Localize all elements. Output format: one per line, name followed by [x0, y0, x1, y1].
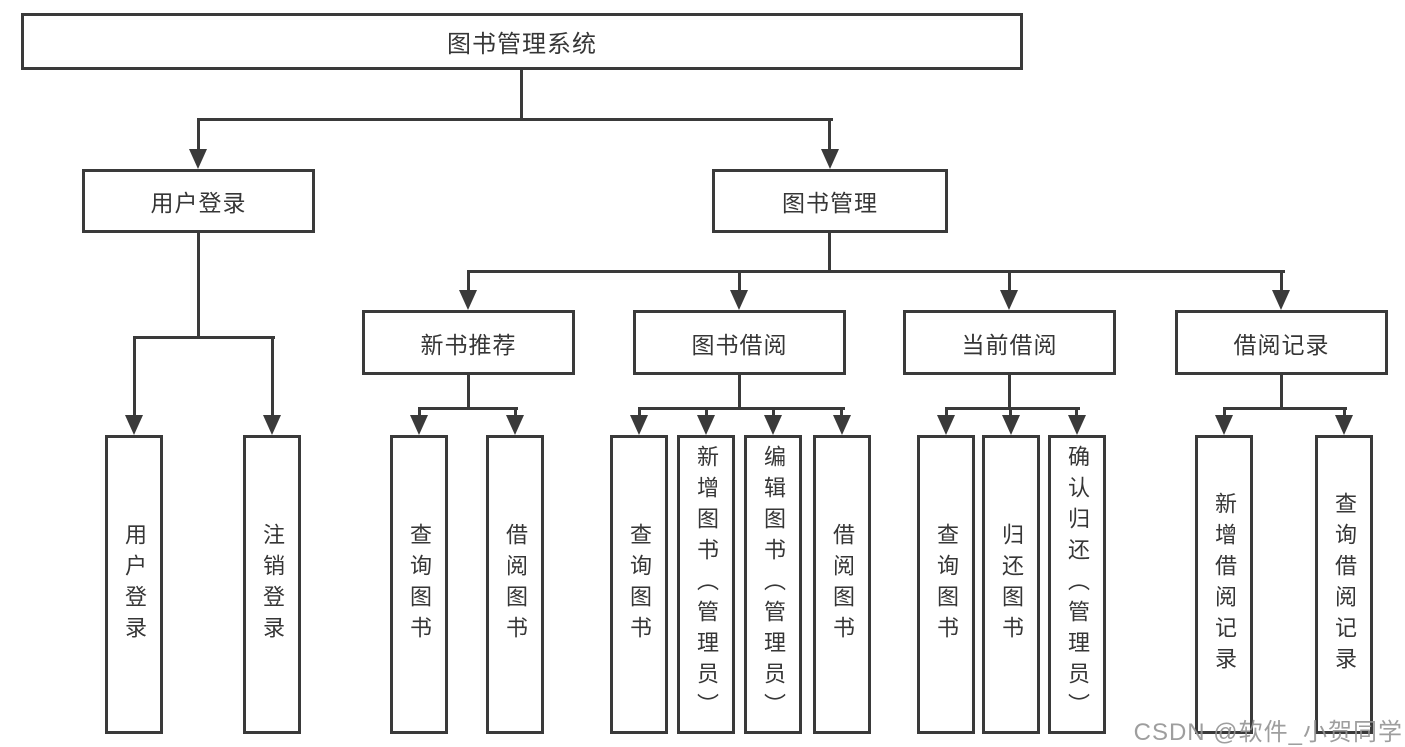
connector-br-query-stub — [1343, 410, 1346, 417]
arrowhead-borrowrec — [1272, 290, 1290, 310]
connector-newbook-crossbar — [418, 407, 518, 410]
connector-bb-borrow-stub — [840, 410, 843, 417]
leaf-currentborrow-query-books-label: 查询图书 — [934, 522, 959, 647]
leaf-currentborrow-return-books-label: 归还图书 — [999, 522, 1024, 647]
arrowhead-nb-query — [410, 415, 428, 435]
arrowhead-br-query — [1335, 415, 1353, 435]
connector-borrowrec-crossbar — [1223, 407, 1347, 410]
leaf-newbook-borrow-books-label: 借阅图书 — [503, 522, 528, 647]
connector-br-add-stub — [1223, 410, 1226, 417]
leaf-bookborrow-edit-books-label: 编辑图书（管理员） — [761, 445, 786, 724]
connector-cb-confirm-stub — [1075, 410, 1078, 417]
connector-newbook-stem — [467, 375, 470, 410]
connector-root-to-user-login — [197, 121, 200, 151]
node-book-borrow: 图书借阅 — [633, 310, 846, 375]
leaf-borrowrec-query-record: 查询借阅记录 — [1315, 435, 1373, 734]
arrowhead-book-mgmt — [821, 149, 839, 169]
node-current-borrow-label: 当前借阅 — [961, 331, 1058, 358]
leaf-borrowrec-query-record-label: 查询借阅记录 — [1332, 491, 1357, 678]
arrowhead-bb-borrow — [833, 415, 851, 435]
arrowhead-bookborrow — [730, 290, 748, 310]
leaf-logout-label: 注销登录 — [260, 522, 285, 647]
connector-book-mgmt-crossbar — [467, 270, 1285, 273]
leaf-currentborrow-confirm-return: 确认归还（管理员） — [1048, 435, 1106, 734]
connector-currentborrow-stem — [1008, 375, 1011, 410]
node-user-login: 用户登录 — [82, 169, 315, 233]
arrowhead-cb-query — [937, 415, 955, 435]
leaf-bookborrow-query-books: 查询图书 — [610, 435, 668, 734]
connector-cb-return-stub — [1009, 410, 1012, 417]
leaf-borrowrec-add-record-label: 新增借阅记录 — [1212, 491, 1237, 678]
node-borrow-records-label: 借阅记录 — [1233, 331, 1330, 358]
node-user-login-label: 用户登录 — [150, 190, 247, 216]
connector-to-newbook — [467, 273, 470, 290]
connector-root-to-book-mgmt — [828, 121, 831, 151]
leaf-logout: 注销登录 — [243, 435, 301, 734]
connector-to-borrowrec — [1280, 273, 1283, 290]
leaf-bookborrow-add-books: 新增图书（管理员） — [677, 435, 735, 734]
node-book-management-label: 图书管理 — [782, 190, 878, 216]
arrowhead-cb-confirm — [1068, 415, 1086, 435]
node-library-system: 图书管理系统 — [21, 13, 1023, 70]
leaf-bookborrow-add-books-label: 新增图书（管理员） — [694, 445, 719, 724]
connector-cb-query-stub — [945, 410, 948, 417]
arrowhead-user-login — [189, 149, 207, 169]
connector-bb-add-stub — [705, 410, 708, 417]
arrowhead-bb-edit — [764, 415, 782, 435]
connector-root-crossbar — [197, 118, 833, 121]
leaf-newbook-query-books: 查询图书 — [390, 435, 448, 734]
arrowhead-newbook — [459, 290, 477, 310]
leaf-bookborrow-edit-books: 编辑图书（管理员） — [744, 435, 802, 734]
connector-root-stem — [520, 70, 523, 121]
leaf-currentborrow-return-books: 归还图书 — [982, 435, 1040, 734]
leaf-currentborrow-query-books: 查询图书 — [917, 435, 975, 734]
connector-bookborrow-crossbar — [638, 407, 845, 410]
connector-to-bookborrow — [738, 273, 741, 290]
leaf-borrowrec-add-record: 新增借阅记录 — [1195, 435, 1253, 734]
connector-borrowrec-stem — [1280, 375, 1283, 410]
node-borrow-records: 借阅记录 — [1175, 310, 1388, 375]
node-book-management: 图书管理 — [712, 169, 948, 233]
connector-to-login-leaf — [133, 339, 136, 417]
connector-currentborrow-crossbar — [945, 407, 1080, 410]
node-new-book-recommend: 新书推荐 — [362, 310, 575, 375]
leaf-user-login-label: 用户登录 — [122, 522, 147, 647]
arrowhead-bb-query — [630, 415, 648, 435]
connector-bookborrow-stem — [738, 375, 741, 410]
connector-nb-query-stub — [418, 410, 421, 417]
connector-user-login-stem — [197, 233, 200, 339]
connector-to-logout-leaf — [271, 339, 274, 417]
leaf-bookborrow-borrow-books-label: 借阅图书 — [830, 522, 855, 647]
connector-to-currentborrow — [1008, 273, 1011, 290]
connector-user-login-crossbar — [133, 336, 275, 339]
csdn-watermark: CSDN @软件_小贺同学 — [1133, 719, 1403, 746]
node-current-borrow: 当前借阅 — [903, 310, 1116, 375]
leaf-newbook-query-books-label: 查询图书 — [407, 522, 432, 647]
connector-nb-borrow-stub — [514, 410, 517, 417]
leaf-newbook-borrow-books: 借阅图书 — [486, 435, 544, 734]
arrowhead-currentborrow — [1000, 290, 1018, 310]
leaf-currentborrow-confirm-return-label: 确认归还（管理员） — [1065, 445, 1090, 724]
leaf-bookborrow-query-books-label: 查询图书 — [627, 522, 652, 647]
node-library-system-label: 图书管理系统 — [447, 31, 597, 58]
arrowhead-cb-return — [1002, 415, 1020, 435]
connector-book-mgmt-stem — [828, 233, 831, 273]
node-new-book-recommend-label: 新书推荐 — [420, 331, 517, 358]
leaf-user-login: 用户登录 — [105, 435, 163, 734]
arrowhead-br-add — [1215, 415, 1233, 435]
arrowhead-nb-borrow — [506, 415, 524, 435]
arrowhead-login-leaf — [125, 415, 143, 435]
arrowhead-logout-leaf — [263, 415, 281, 435]
connector-bb-edit-stub — [772, 410, 775, 417]
connector-bb-query-stub — [638, 410, 641, 417]
node-book-borrow-label: 图书借阅 — [691, 331, 788, 358]
leaf-bookborrow-borrow-books: 借阅图书 — [813, 435, 871, 734]
arrowhead-bb-add — [697, 415, 715, 435]
